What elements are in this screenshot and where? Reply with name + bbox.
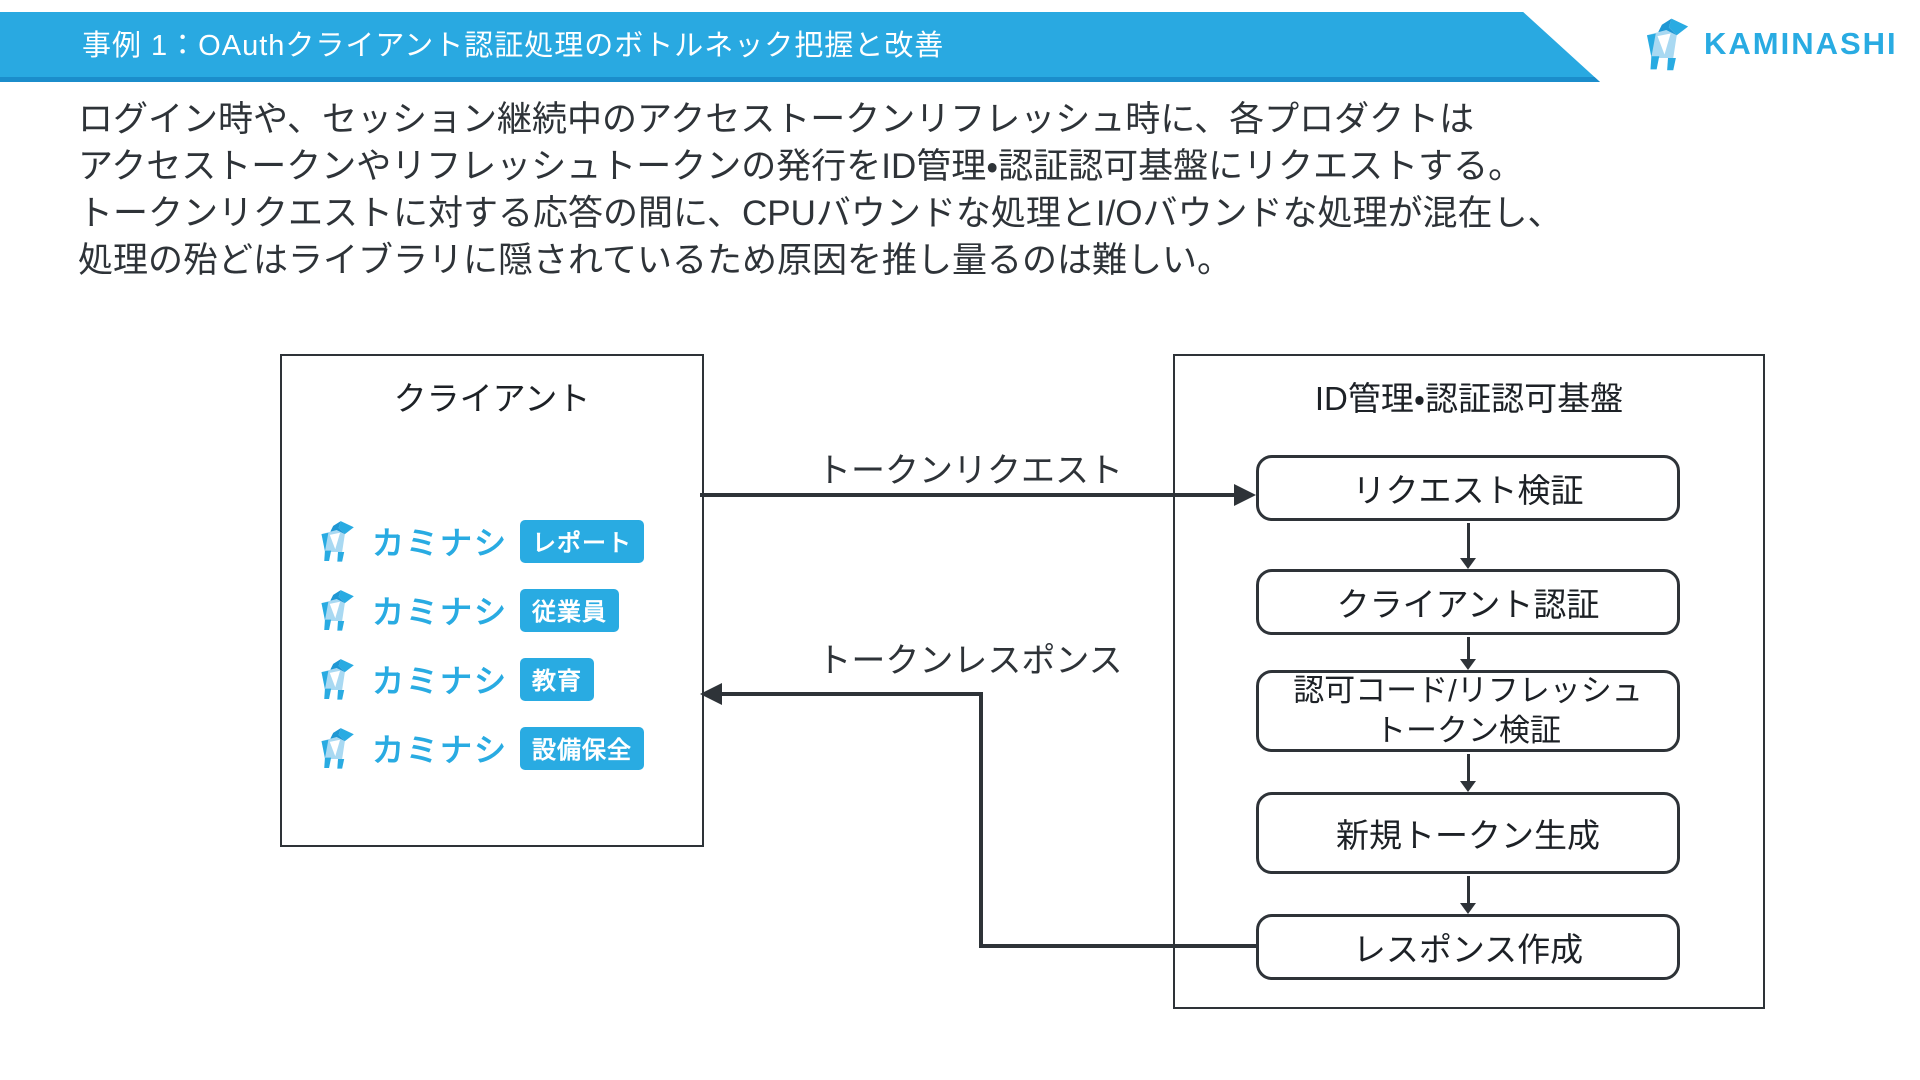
product-badge: レポート	[520, 519, 645, 563]
product-employee: カミナシ 従業員	[316, 588, 644, 632]
step-client-authentication: クライアント認証	[1256, 569, 1680, 635]
intro-line: トークンリクエストに対する応答の間に、CPUバウンドな処理とI/Oバウンドな処理…	[78, 194, 1563, 233]
header-bottom-accent	[0, 77, 1600, 82]
step-code-token-validation: 認可コード/リフレッシュトークン検証	[1256, 670, 1680, 752]
origami-goat-icon	[316, 657, 360, 701]
origami-goat-icon	[316, 519, 360, 563]
intro-line: 処理の殆どはライブラリに隠されているため原因を推し量るのは難しい。	[78, 241, 1232, 280]
header-bar	[0, 12, 1600, 82]
token-request-label: トークンリクエスト	[817, 452, 1123, 490]
down-arrow	[1460, 876, 1476, 914]
product-brand: カミナシ	[372, 732, 509, 768]
product-logo-list: カミナシ レポート カミナシ 従業員 カミナシ 教育 カミナシ 設備保全	[316, 519, 645, 770]
token-response-arrow-vertical	[979, 692, 983, 948]
origami-goat-icon	[1640, 16, 1696, 72]
intro-paragraph: ログイン時や、セッション継続中のアクセストークンリフレッシュ時に、各プロダクトは…	[78, 96, 1563, 284]
token-response-label: トークンレスポンス	[817, 642, 1123, 680]
product-badge: 教育	[520, 657, 595, 701]
origami-goat-icon	[316, 726, 360, 770]
brand-wordmark: KAMINASHI	[1704, 26, 1898, 61]
product-maintenance: カミナシ 設備保全	[316, 726, 645, 770]
product-badge: 従業員	[520, 588, 620, 632]
product-brand: カミナシ	[372, 525, 509, 561]
client-box-title: クライアント	[393, 380, 591, 417]
origami-goat-icon	[316, 588, 360, 632]
arrowhead-left-icon	[700, 683, 722, 705]
arrowhead-right-icon	[1234, 484, 1256, 506]
token-request-arrow	[700, 493, 1234, 497]
kaminashi-logo: KAMINASHI	[1640, 6, 1898, 82]
down-arrow	[1460, 637, 1476, 670]
step-request-validation: リクエスト検証	[1256, 455, 1680, 521]
intro-line: ログイン時や、セッション継続中のアクセストークンリフレッシュ時に、各プロダクトは	[78, 100, 1475, 139]
intro-line: アクセストークンやリフレッシュトークンの発行をID管理・認証認可基盤にリクエスト…	[78, 147, 1524, 186]
token-response-arrow-top	[722, 692, 983, 696]
product-brand: カミナシ	[372, 663, 509, 699]
product-education: カミナシ 教育	[316, 657, 644, 701]
down-arrow	[1460, 754, 1476, 792]
token-response-arrow-bottom	[981, 944, 1258, 948]
idp-box-title: ID管理・認証認可基盤	[1314, 380, 1624, 417]
step-response-creation: レスポンス作成	[1256, 914, 1680, 980]
product-report: カミナシ レポート	[316, 519, 645, 563]
slide-title: 事例 1：OAuthクライアント認証処理のボトルネック把握と改善	[82, 30, 945, 62]
product-brand: カミナシ	[372, 594, 509, 630]
step-new-token-generation: 新規トークン生成	[1256, 792, 1680, 874]
product-badge: 設備保全	[520, 726, 645, 770]
down-arrow	[1460, 523, 1476, 569]
